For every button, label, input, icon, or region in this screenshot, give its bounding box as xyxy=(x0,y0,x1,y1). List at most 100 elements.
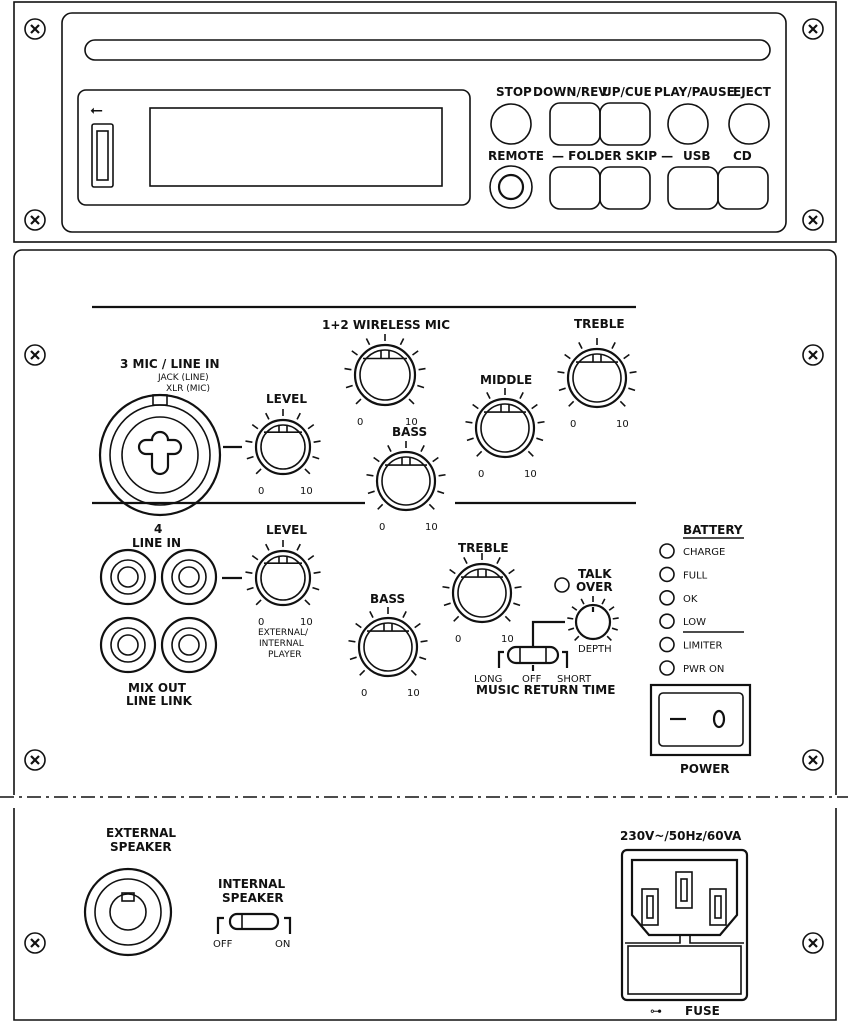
iec-power-inlet[interactable] xyxy=(620,848,749,1002)
line-in-number: 4 xyxy=(154,522,162,536)
combo-jack-input[interactable] xyxy=(98,393,222,517)
eject-button[interactable] xyxy=(728,103,770,145)
knob-tick xyxy=(296,412,301,420)
knob-tick xyxy=(496,556,501,564)
short-label: SHORT xyxy=(557,674,592,685)
knob-tick xyxy=(246,586,254,591)
fuse-holder[interactable] xyxy=(627,945,742,995)
screw-icon xyxy=(24,344,46,366)
led-label: PWR ON xyxy=(683,664,724,675)
knob-tick xyxy=(531,403,538,410)
play-pause-button[interactable] xyxy=(667,103,709,145)
knob-tick xyxy=(557,370,565,374)
knob-pointer xyxy=(264,425,302,433)
up-cue-button[interactable] xyxy=(599,102,651,146)
knob-tick xyxy=(537,420,545,424)
scale-max-label: 10 xyxy=(524,469,537,480)
knob-tick xyxy=(344,367,352,371)
knob-tick xyxy=(443,602,451,607)
screw-icon xyxy=(24,18,46,40)
music-return-time-switch[interactable] xyxy=(506,645,560,665)
scale-min-label: 0 xyxy=(258,617,264,628)
depth-knob[interactable] xyxy=(567,596,619,641)
knob-tick xyxy=(419,656,427,661)
knob-tick xyxy=(245,571,253,574)
knob-tick xyxy=(367,490,375,495)
knob-tick xyxy=(508,568,515,575)
cd-slot[interactable] xyxy=(84,39,771,61)
internal-speaker-switch[interactable] xyxy=(228,912,280,931)
scale-min-label: 0 xyxy=(357,417,363,428)
usb-port[interactable] xyxy=(91,123,114,188)
wireless-mic-label: 1+2 WIRELESS MIC xyxy=(322,318,450,332)
knob-tick xyxy=(428,503,435,510)
led-label: LOW xyxy=(683,617,706,628)
knob-tick xyxy=(348,639,356,643)
talk-over-label-1: TALK xyxy=(578,567,612,581)
scale-max-label: 10 xyxy=(425,522,438,533)
off-label-rear: OFF xyxy=(213,939,233,950)
knob-pointer xyxy=(367,623,409,632)
knob-tick xyxy=(307,424,315,430)
knob-tick xyxy=(251,555,259,561)
knob-tick xyxy=(265,412,270,420)
knob-tick xyxy=(472,403,479,410)
knob-tick xyxy=(304,468,311,475)
knob-tick xyxy=(387,444,392,452)
knob-tick xyxy=(432,456,439,463)
on-label-rear: ON xyxy=(275,939,290,950)
rca-line-in-left[interactable] xyxy=(99,548,157,606)
mains-rating-label: 230V~/50Hz/60VA xyxy=(620,829,742,843)
knob-tick xyxy=(619,400,626,407)
folder-skip-down-button[interactable] xyxy=(549,166,601,210)
rca-mix-out-left[interactable] xyxy=(99,616,157,674)
knob-tick xyxy=(345,384,353,389)
knob-tick xyxy=(366,473,374,477)
knob-tick xyxy=(513,602,521,607)
scale-max-label: 10 xyxy=(405,417,418,428)
folder-skip-up-button[interactable] xyxy=(599,166,651,210)
music-return-time-label: MUSIC RETURN TIME xyxy=(476,683,615,697)
usb-button[interactable] xyxy=(667,166,719,210)
power-switch[interactable] xyxy=(649,683,752,757)
rca-line-in-right[interactable] xyxy=(160,548,218,606)
knob-pointer xyxy=(363,350,407,360)
knob-tick xyxy=(402,610,407,618)
knob-tick xyxy=(365,338,371,346)
knob-tick xyxy=(466,437,474,442)
stop-button[interactable] xyxy=(490,103,532,145)
line-in-label: LINE IN xyxy=(132,536,181,550)
internal-speaker-label-2: SPEAKER xyxy=(222,891,284,905)
talk-over-label-2: OVER xyxy=(576,580,613,594)
knob-tick xyxy=(265,543,270,551)
external-player-label: EXTERNAL/ xyxy=(258,628,309,638)
knob-tick xyxy=(453,615,460,622)
down-rev-button[interactable] xyxy=(549,102,601,146)
knob-tick xyxy=(420,639,428,643)
battery-title: BATTERY xyxy=(683,523,743,537)
screw-icon xyxy=(802,932,824,954)
screw-icon xyxy=(24,932,46,954)
led-label: LIMITER xyxy=(683,641,723,652)
internal-speaker-label-1: INTERNAL xyxy=(218,877,285,891)
knob-tick xyxy=(399,338,405,346)
knob-pointer xyxy=(385,457,427,466)
mixer-panel: 1+2 WIRELESS MIC TREBLE MIDDLE BASS LEVE… xyxy=(13,249,837,795)
knob-tick xyxy=(410,669,417,676)
speakon-output[interactable] xyxy=(83,867,173,957)
wireless-mic-knob[interactable]: 0 10 xyxy=(344,334,426,428)
cd-button[interactable] xyxy=(717,166,769,210)
scale-max-label: 10 xyxy=(501,634,514,645)
fuse-label: FUSE xyxy=(685,1004,720,1018)
scale-max-label: 10 xyxy=(300,486,313,497)
knob-tick xyxy=(623,353,630,360)
rca-mix-out-right[interactable] xyxy=(160,616,218,674)
